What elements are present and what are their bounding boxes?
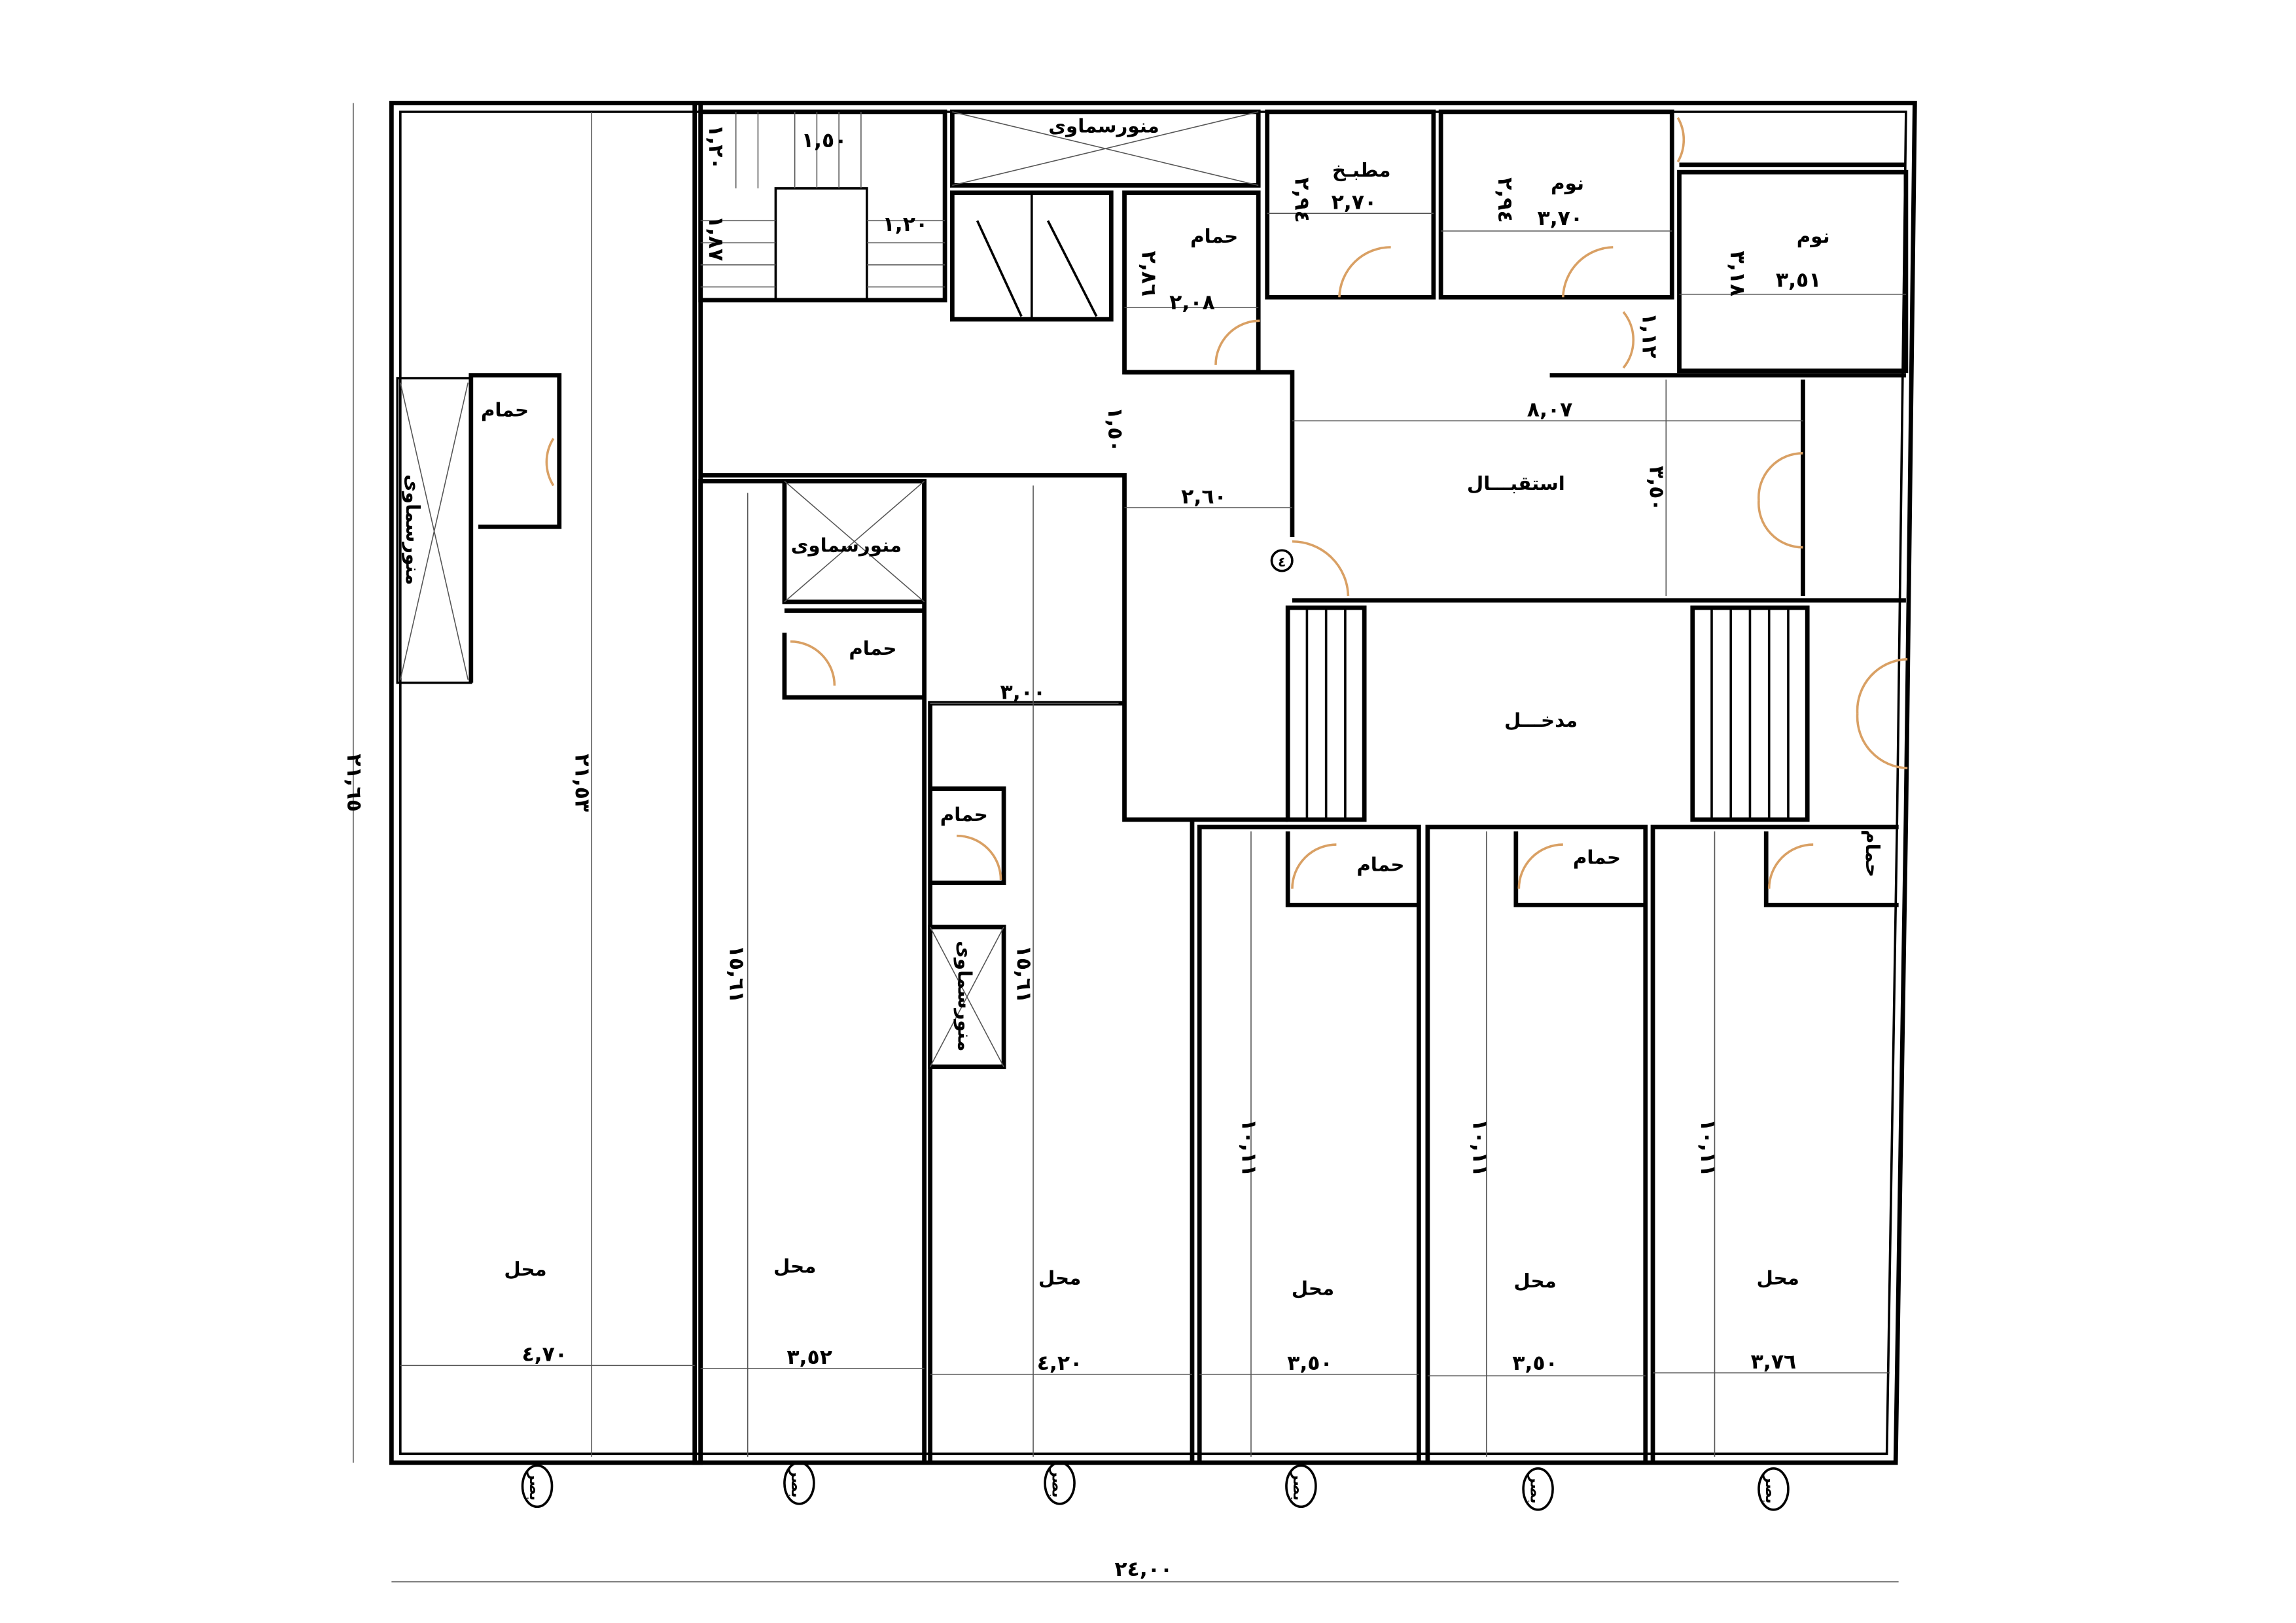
hall-dim: ٢,٦٠ <box>1181 485 1227 508</box>
skylight-middle-2 <box>928 924 1006 1070</box>
shop-width: ٣,٥٠ <box>1287 1352 1333 1375</box>
shop-4: محل ٣,٥٠ بصر <box>1287 1277 1334 1501</box>
bedroom-2 <box>1677 169 1909 374</box>
middle-depth: ١٥,٦١ <box>725 945 749 1003</box>
stair-dim: ١,٢٠ <box>883 213 928 236</box>
bath-middle-2-label: حمام <box>940 803 988 826</box>
reception-width: ٨,٠٧ <box>1527 398 1573 422</box>
shop-marker: بصر <box>1762 1474 1779 1504</box>
middle-dim: ٣,٠٠ <box>1000 680 1046 704</box>
bedroom-1 <box>1438 109 1674 300</box>
kitchen <box>1265 109 1436 300</box>
shop-depth: ١٠,١١ <box>1468 1119 1492 1177</box>
bath-upper-depth: ٢,٨٦ <box>1137 251 1161 297</box>
shop-marker: بصر <box>526 1471 543 1501</box>
overall-width: ٢٤,٠٠ <box>1114 1558 1173 1581</box>
shop-1: محل ٤,٧٠ بصر <box>504 1258 567 1501</box>
overall-depth: ٢١,٦٥ <box>342 754 366 812</box>
shop-label: محل <box>1757 1267 1799 1289</box>
shop-depth: ١٠,١١ <box>1696 1119 1720 1177</box>
stair-dim: ١,٢٠ <box>704 124 728 170</box>
shop-label: محل <box>1292 1277 1334 1299</box>
kitchen-depth: ٢,٩٤ <box>1290 177 1313 223</box>
shop-bath-label: حمام <box>1356 854 1404 876</box>
reception-depth: ٣,٥٠ <box>1645 466 1669 512</box>
middle-depth: ١٥,٦١ <box>1012 945 1035 1003</box>
level-marker: ٤ <box>1278 554 1286 570</box>
shop-marker: بصر <box>1290 1471 1307 1501</box>
skylight-top-label: منورسماوى <box>1048 114 1159 137</box>
shop-6: محل ٣,٧٦ بصر <box>1751 1267 1799 1504</box>
outer-wall <box>389 101 1917 1465</box>
shop-label: محل <box>1038 1267 1081 1289</box>
shop-width: ٣,٧٦ <box>1751 1350 1797 1374</box>
shop-width: ٤,٢٠ <box>1037 1352 1083 1375</box>
stair-dim: ١,٨٧ <box>704 216 728 262</box>
bath-left-wall <box>468 373 562 683</box>
bedroom-2-label: نوم <box>1797 225 1830 247</box>
shop-marker: بصر <box>788 1468 805 1498</box>
left-wing-depth: ٢١,٥٣ <box>571 754 594 812</box>
skylight-top <box>949 109 1261 188</box>
bath-left-label: حمام <box>481 399 529 421</box>
shop-3: محل ٤,٢٠ بصر <box>1037 1267 1083 1498</box>
shop-label: محل <box>773 1255 816 1278</box>
shop-5: محل ٣,٥٠ بصر <box>1512 1270 1558 1503</box>
shop-depth: ١٠,١١ <box>1237 1119 1260 1177</box>
shop-2: محل ٣,٥٢ بصر <box>773 1255 832 1498</box>
shop-marker: بصر <box>1048 1468 1065 1498</box>
bedroom-1-depth: ٢,٩٤ <box>1493 177 1517 223</box>
shop-width: ٤,٧٠ <box>521 1343 567 1367</box>
hall-wall <box>700 473 1288 822</box>
entrance-label: مدخـــل <box>1504 709 1578 731</box>
kitchen-width: ٢,٧٠ <box>1332 190 1377 214</box>
shop-bath-label: حمام <box>1573 846 1621 868</box>
shop-label: محل <box>1513 1270 1556 1292</box>
reception-label: استقبـــال <box>1467 472 1565 495</box>
stair-dim: ١,٥٠ <box>802 129 847 152</box>
shop-bath-label: حمام <box>1862 829 1884 877</box>
bedroom-2-width: ٣,٥١ <box>1776 269 1822 292</box>
shop-marker: بصر <box>1527 1474 1544 1504</box>
bedroom-2-depth: ٣,١٨ <box>1725 251 1749 297</box>
bath-upper-width: ٢,٠٨ <box>1169 290 1215 314</box>
skylight-middle <box>782 479 927 604</box>
bedroom-1-label: نوم <box>1551 172 1584 194</box>
shop-label: محل <box>504 1258 546 1280</box>
shop-width: ٣,٥٢ <box>786 1346 832 1369</box>
skylight-middle-label: منورسماوى <box>791 534 902 556</box>
bath-middle-label: حمام <box>849 637 896 659</box>
bedroom-1-width: ٣,٧٠ <box>1537 207 1583 230</box>
skylight-left-label: منورسماوى <box>402 474 424 585</box>
bath-upper-label: حمام <box>1190 225 1238 247</box>
corridor-dim: ١,١٢ <box>1637 313 1661 358</box>
kitchen-label: مطبـخ <box>1332 159 1391 181</box>
shop-width: ٣,٥٠ <box>1512 1352 1558 1375</box>
hall-dim: ١,٥٠ <box>1103 407 1127 453</box>
skylight-middle-2-label: منورسماوى <box>953 941 976 1051</box>
